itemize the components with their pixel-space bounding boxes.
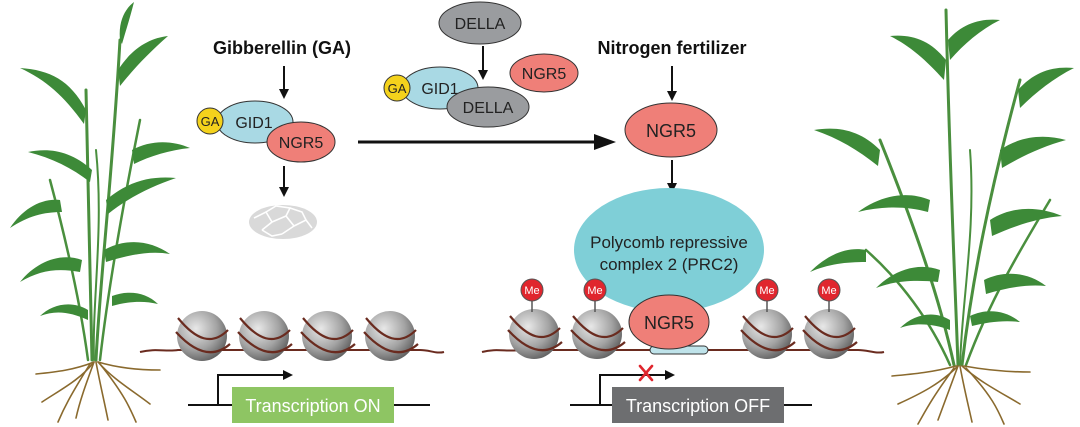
nucleosome-4 — [363, 311, 419, 361]
methyl-label-3: Me — [759, 285, 774, 297]
prc2-label-line1: Polycomb repressive — [590, 233, 748, 252]
nucleosome-3 — [300, 311, 356, 361]
ga-circle-center — [383, 74, 411, 102]
nucleosome-5 — [507, 309, 563, 359]
ga-gid1-della-complex: GID1 GA DELLA — [383, 66, 530, 128]
ngr5-ellipse-right — [624, 102, 718, 158]
nucleosome-7 — [740, 309, 796, 359]
transcription-on-label: Transcription ON — [245, 396, 380, 416]
chromatin-left — [139, 311, 445, 361]
ngr5-label-left: NGR5 — [279, 135, 324, 152]
ngr5-label-free: NGR5 — [522, 66, 567, 83]
gene-off: Transcription OFF — [570, 364, 812, 423]
methyl-label-2: Me — [587, 285, 602, 297]
ngr5-ellipse-left — [266, 121, 336, 163]
ga-circle — [196, 107, 224, 135]
nucleosome-8 — [802, 309, 858, 359]
methyl-mark-3: Me — [755, 278, 779, 312]
chromatin-right: Polycomb repressive complex 2 (PRC2) NGR… — [481, 188, 885, 359]
left-plant-icon — [10, 2, 190, 423]
degraded-protein-icon — [249, 205, 317, 239]
nitrogen-label: Nitrogen fertilizer — [597, 38, 746, 58]
ngr5-label-bound: NGR5 — [644, 313, 694, 333]
nucleosome-2 — [237, 311, 293, 361]
ga-gid1-ngr5-complex: GID1 GA NGR5 — [196, 100, 336, 163]
ngr5-ellipse-bound — [628, 294, 710, 350]
transcription-off-box — [612, 387, 784, 423]
gene-on: Transcription ON — [188, 370, 430, 423]
ga-label: GA — [201, 114, 220, 129]
della-ellipse-top — [438, 1, 522, 45]
blocked-x-icon — [638, 364, 654, 382]
methyl-label-1: Me — [524, 285, 539, 297]
methyl-mark-1: Me — [520, 278, 544, 312]
right-plant-icon — [810, 8, 1074, 425]
ngr5-ellipse-free — [509, 53, 579, 93]
nucleosome-1 — [175, 311, 231, 361]
ngr5-label-right: NGR5 — [646, 121, 696, 141]
nucleosome-6 — [570, 309, 626, 359]
prc2-ellipse — [574, 188, 764, 312]
della-label-bound: DELLA — [463, 100, 514, 117]
transcription-on-box — [232, 387, 394, 423]
methyl-label-4: Me — [821, 285, 836, 297]
gid1-label: GID1 — [235, 115, 272, 132]
della-label-top: DELLA — [455, 16, 506, 33]
dna-strand-left — [139, 349, 445, 354]
transcription-off-label: Transcription OFF — [626, 396, 770, 416]
gibberellin-label: Gibberellin (GA) — [213, 38, 351, 58]
methyl-mark-4: Me — [817, 278, 841, 312]
gid1-label-center: GID1 — [421, 81, 458, 98]
methyl-mark-2: Me — [583, 278, 607, 312]
ga-label-center: GA — [388, 81, 407, 96]
prc2-label-line2: complex 2 (PRC2) — [600, 255, 739, 274]
della-ellipse-bound — [446, 86, 530, 128]
